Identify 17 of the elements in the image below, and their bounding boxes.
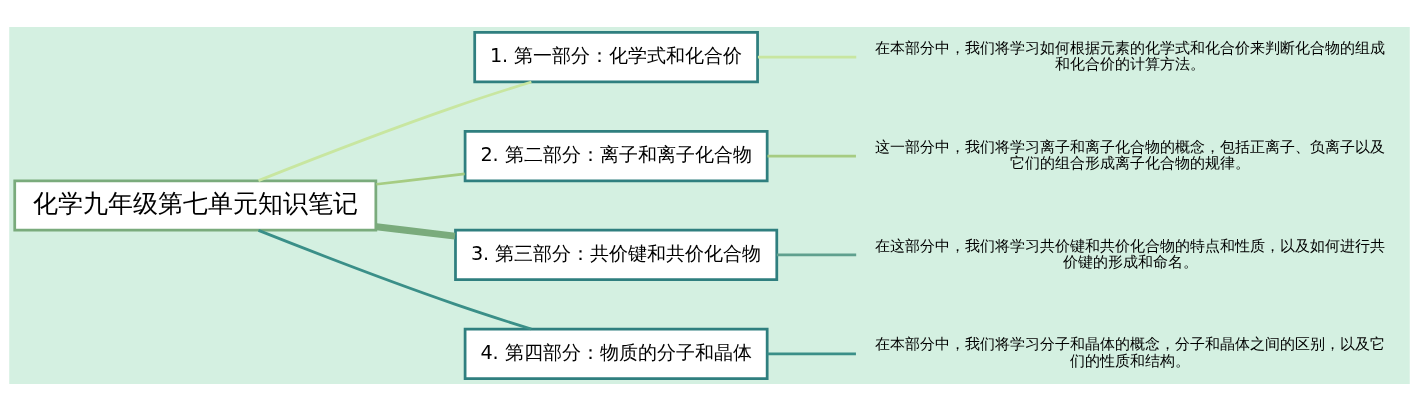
node-box: 2. 第二部分：离子和离子化合物 xyxy=(463,129,769,182)
node-box: 3. 第三部分：共价键和共价化合物 xyxy=(454,228,779,281)
node-box: 1. 第一部分：化学式和化合价 xyxy=(473,30,759,83)
node-box: 4. 第四部分：物质的分子和晶体 xyxy=(463,327,769,380)
connector xyxy=(767,351,856,355)
connector xyxy=(258,80,532,182)
node-text: 在这部分中，我们将学习共价键和共价化合物的特点和性质，以及如何进行共价键的形成和命名。 xyxy=(875,236,1386,271)
connector xyxy=(757,55,857,59)
connector xyxy=(767,154,856,157)
connector xyxy=(776,253,857,256)
node-text: 这一部分中，我们将学习离子和离子化合物的概念，包括正离子、负离子以及它们的组合形成离子化合物的规律。 xyxy=(875,137,1386,172)
connector xyxy=(376,222,456,239)
node-box: 化学九年级第七单元知识笔记 xyxy=(13,178,378,232)
connector xyxy=(376,171,465,186)
node-text: 在本部分中，我们将学习如何根据元素的化学式和化合价来判断化合物的组成和化合价的计算方法。 xyxy=(875,38,1386,73)
node-text: 在本部分中，我们将学习分子和晶体的概念，分子和晶体之间的区别，以及它们的性质和结构。 xyxy=(875,334,1386,370)
connector xyxy=(258,228,532,330)
